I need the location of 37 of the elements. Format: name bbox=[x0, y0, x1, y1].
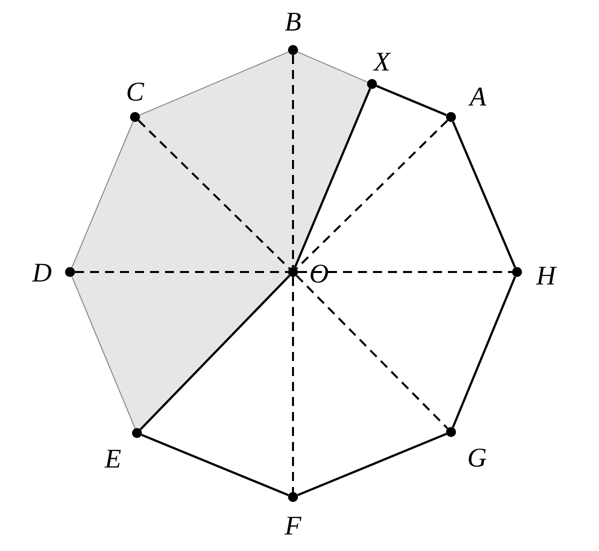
dashed-line bbox=[296, 274, 448, 430]
line-segment bbox=[294, 88, 372, 268]
point-label: H bbox=[536, 262, 556, 290]
dashed-line bbox=[296, 120, 448, 270]
line-segment bbox=[141, 434, 289, 496]
dashed-line bbox=[298, 271, 512, 273]
point-label: F bbox=[284, 512, 302, 540]
dashed-line bbox=[138, 120, 290, 270]
line-segment bbox=[139, 51, 289, 116]
line-segment bbox=[452, 121, 516, 268]
line-segment bbox=[297, 432, 447, 496]
point-dot bbox=[288, 492, 298, 502]
line-segment bbox=[140, 274, 290, 430]
point-label: C bbox=[126, 78, 144, 106]
point-label: X bbox=[374, 48, 390, 76]
point-label: O bbox=[309, 260, 329, 288]
point-dot bbox=[130, 112, 140, 122]
point-dot bbox=[65, 267, 75, 277]
line-segment bbox=[71, 276, 136, 429]
point-dot bbox=[446, 112, 456, 122]
point-dot bbox=[288, 45, 298, 55]
point-dot bbox=[132, 428, 142, 438]
point-label: B bbox=[284, 8, 302, 36]
point-label: A bbox=[470, 84, 486, 110]
dashed-line bbox=[75, 271, 288, 273]
line-segment bbox=[297, 51, 368, 83]
line-segment bbox=[71, 121, 134, 268]
line-segment bbox=[452, 276, 516, 428]
point-label: D bbox=[32, 260, 52, 286]
line-segment bbox=[376, 84, 447, 116]
point-dot bbox=[446, 427, 456, 437]
dashed-line bbox=[292, 55, 294, 267]
dashed-line bbox=[292, 277, 294, 492]
point-dot bbox=[367, 79, 377, 89]
point-label: E bbox=[104, 446, 122, 472]
point-dot bbox=[512, 267, 522, 277]
point-label: G bbox=[467, 444, 487, 472]
